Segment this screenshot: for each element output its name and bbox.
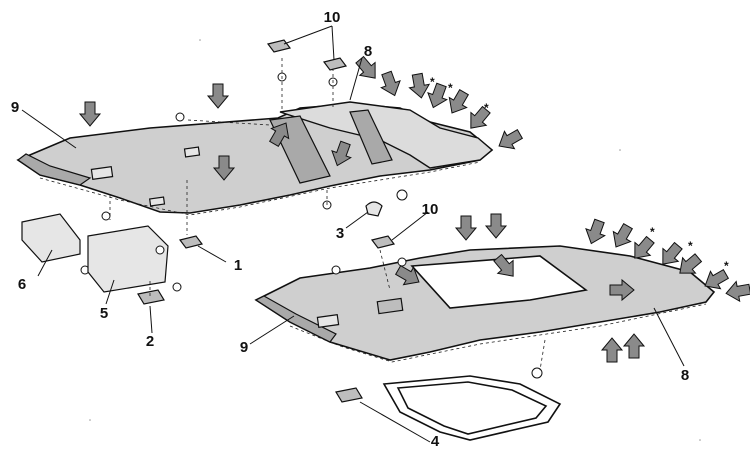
screw: [531, 367, 543, 379]
leader-lines: [21, 25, 685, 443]
direction-arrow: [493, 253, 514, 277]
screw: [396, 189, 408, 201]
edge-stitch-lower: [289, 303, 707, 363]
direction-arrow: [609, 278, 635, 302]
callout-8-bottom: 8: [681, 367, 689, 384]
direction-arrow: [427, 82, 448, 109]
direction-arrow: [394, 264, 420, 286]
retainer-bracket-top-right: [322, 57, 348, 71]
grab-recess-upper: [148, 196, 166, 207]
screw: [397, 257, 407, 267]
callout-10-top: 10: [324, 9, 341, 26]
asterisk-marker: *: [430, 75, 435, 89]
arrows-top: [78, 55, 524, 181]
assembly-line: [187, 119, 271, 126]
lower-headliner-assembly: [254, 235, 716, 441]
sunroof-trim-inner: [396, 381, 548, 435]
sunroof-opening: [410, 255, 588, 309]
handle-mount-4: [335, 387, 363, 403]
visor-clip-2: [137, 289, 165, 305]
callout-10-bottom: 10: [422, 201, 439, 218]
screw: [101, 211, 111, 221]
direction-arrow: [585, 218, 606, 245]
clip-recess-upper: [183, 146, 201, 158]
assembly-line: [379, 249, 391, 291]
asterisk-marker: *: [650, 225, 655, 239]
direction-arrow: [484, 213, 508, 239]
upper-headliner-assembly: [16, 39, 494, 305]
callout-9-bottom: 9: [240, 339, 248, 356]
direction-arrow: [600, 337, 624, 363]
sun-visor-5: [87, 225, 169, 293]
direction-arrow: [206, 83, 230, 109]
roof-bow-upper-rear: [349, 109, 393, 165]
screw: [331, 265, 341, 275]
callout-8-top: 8: [364, 43, 372, 60]
visor-recess-upper: [90, 165, 114, 181]
edge-stitch-upper: [39, 161, 481, 216]
direction-arrow: [470, 105, 491, 129]
console-mount-lower: [376, 297, 404, 315]
direction-arrow: [704, 268, 730, 290]
direction-arrow: [454, 215, 478, 241]
assembly-line: [539, 339, 546, 371]
callout-9-top: 9: [11, 99, 19, 116]
direction-arrow: [634, 235, 655, 259]
callout-4: 4: [431, 433, 440, 450]
front-lip-lower: [254, 295, 337, 343]
direction-arrow: [380, 70, 401, 97]
direction-arrow: [622, 333, 646, 359]
screw: [172, 282, 182, 292]
asterisk-marker: *: [688, 239, 693, 253]
asterisk-marker: *: [448, 81, 453, 95]
callout-6: 6: [18, 276, 26, 293]
sun-visor-6: [21, 213, 81, 263]
direction-arrow: [408, 72, 431, 99]
asterisk-marker: *: [484, 101, 489, 115]
callout-3: 3: [336, 225, 344, 242]
retainer-bracket-top-left: [266, 39, 292, 53]
direction-arrow: [268, 122, 290, 148]
direction-arrow: [679, 253, 703, 274]
screw: [155, 245, 165, 255]
arrows-bottom: [394, 213, 750, 363]
direction-arrow: [448, 88, 470, 114]
direction-arrow: [662, 241, 683, 265]
direction-arrow: [612, 222, 634, 248]
direction-arrow: [725, 280, 750, 303]
callout-2: 2: [146, 333, 154, 350]
asterisk-marker: *: [724, 259, 729, 273]
direction-arrow: [78, 101, 102, 127]
direction-arrow: [212, 155, 236, 181]
direction-arrow: [331, 140, 352, 167]
direction-arrow: [498, 128, 524, 150]
retainer-bracket-bottom: [370, 235, 396, 249]
visor-recess-lower: [316, 313, 340, 329]
grab-handle-mount: [178, 235, 204, 249]
front-lip-upper: [16, 153, 92, 186]
callout-1: 1: [234, 257, 242, 274]
clip-part-3: [365, 201, 383, 217]
screw: [175, 112, 185, 122]
callout-5: 5: [100, 305, 108, 322]
